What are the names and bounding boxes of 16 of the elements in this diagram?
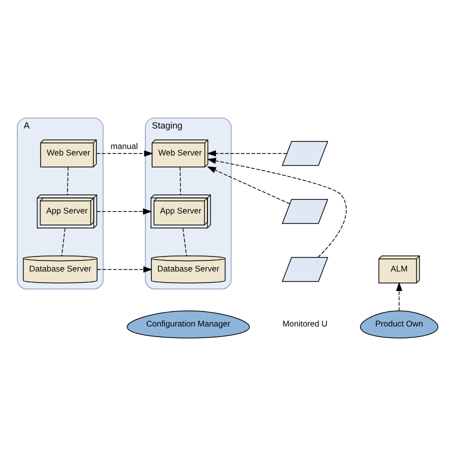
node-laptop	[282, 198, 328, 224]
arrow	[396, 282, 402, 311]
arrow	[206, 166, 290, 204]
arrow	[96, 208, 152, 214]
arrow	[96, 266, 152, 272]
label: Monitored U	[282, 319, 328, 328]
node-laptop	[282, 256, 328, 282]
connector	[182, 227, 187, 256]
connector	[180, 166, 181, 195]
node-laptop	[282, 140, 328, 166]
connector	[61, 227, 66, 256]
arrow	[206, 150, 288, 156]
edge-label: manual	[110, 141, 138, 150]
connector	[67, 166, 69, 195]
arrow	[206, 157, 347, 258]
arrow	[96, 150, 154, 156]
